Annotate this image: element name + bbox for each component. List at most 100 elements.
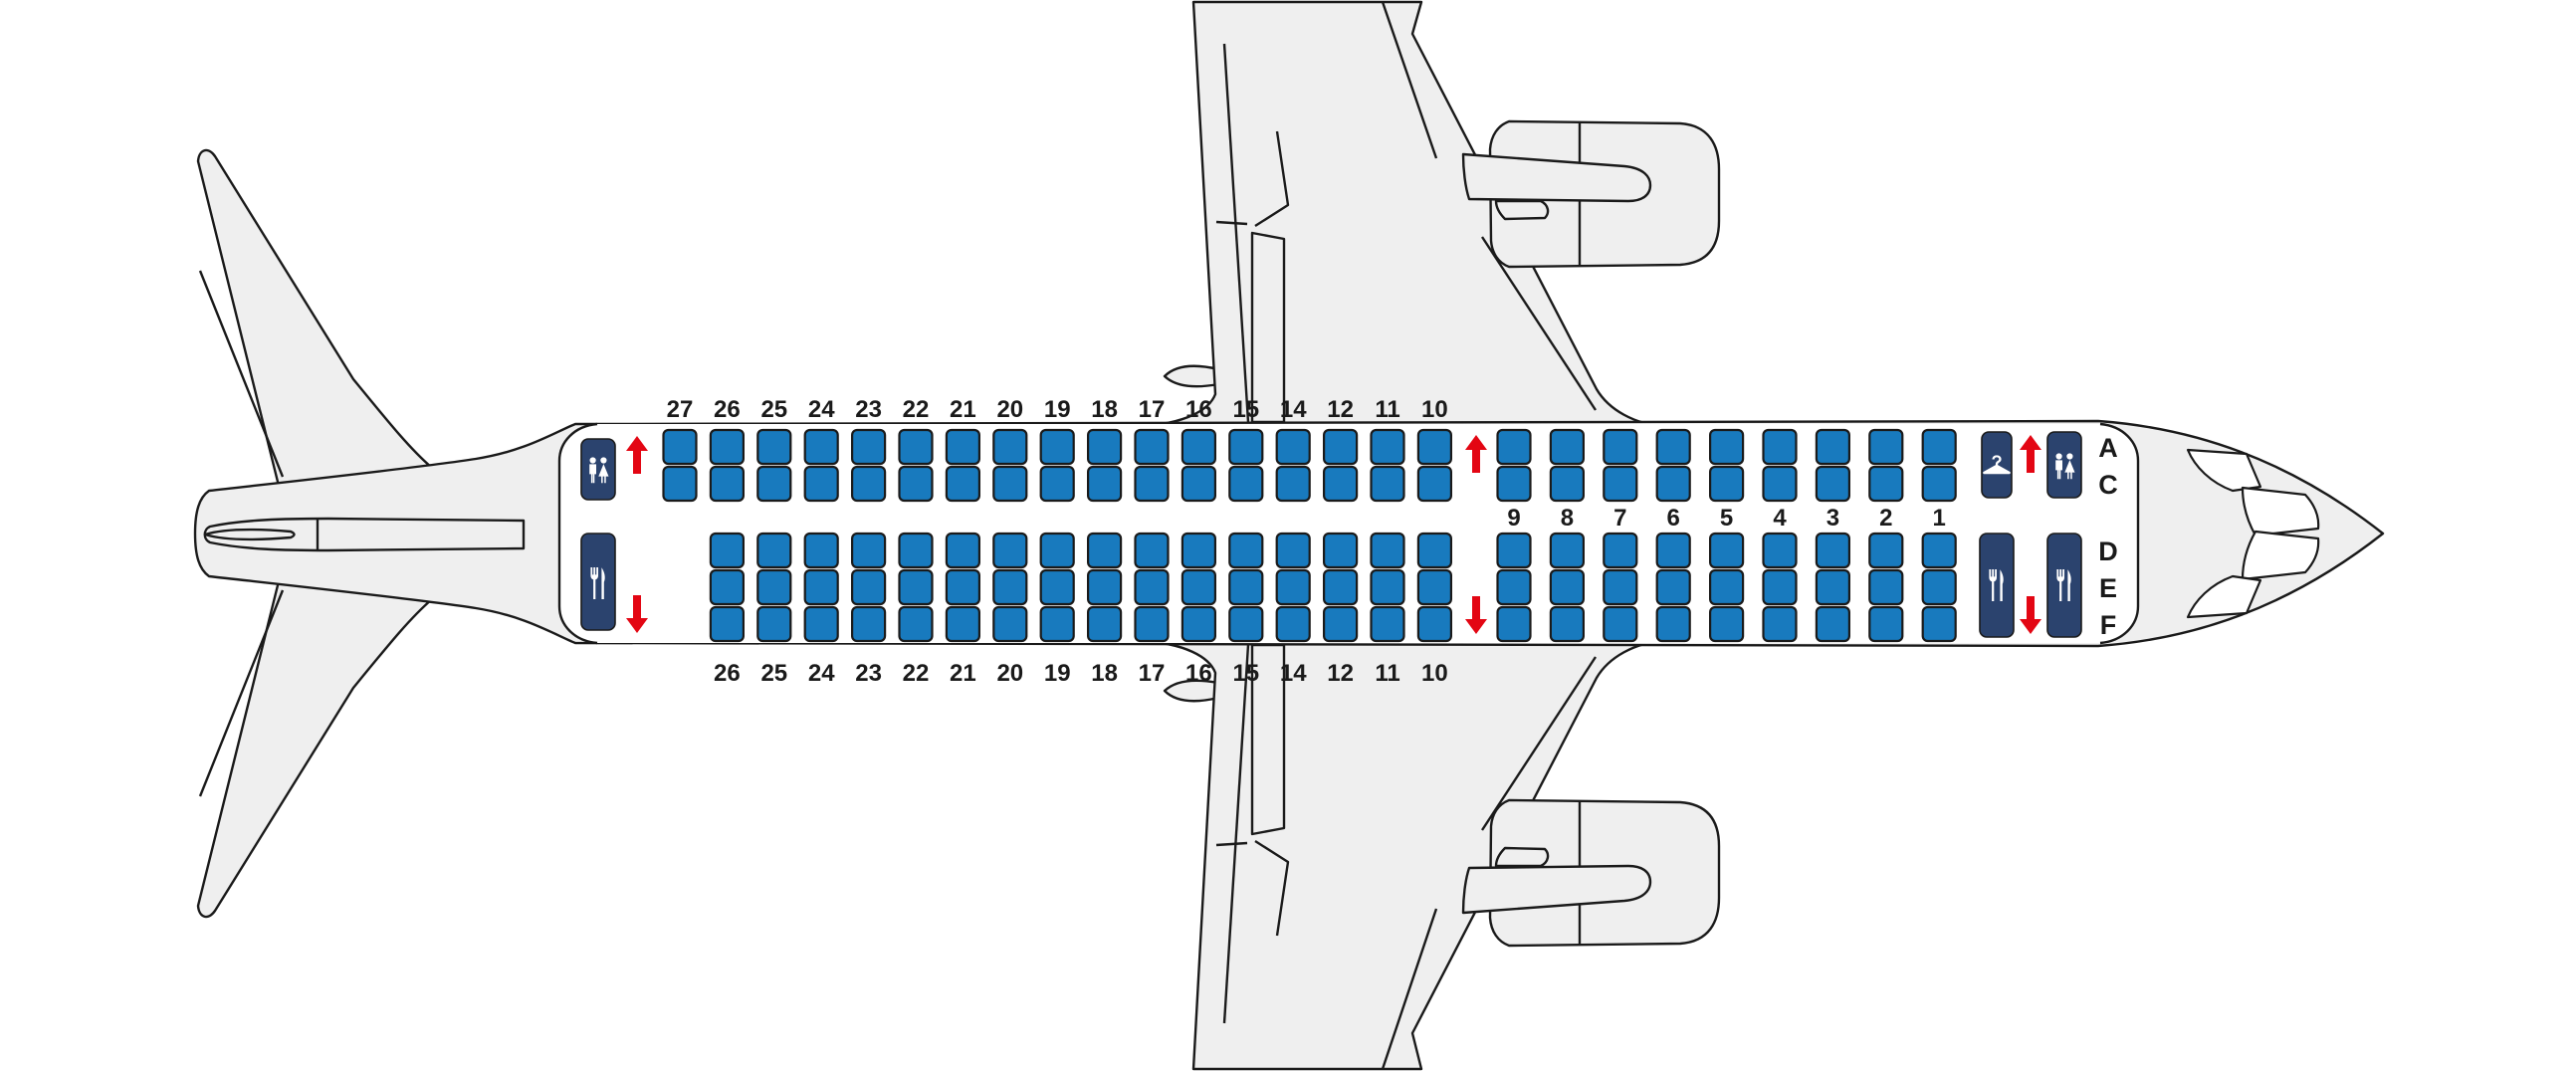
seat-16D[interactable]	[1181, 532, 1217, 569]
seat-3F[interactable]	[1815, 605, 1851, 643]
seat-3D[interactable]	[1815, 532, 1851, 569]
seat-20C[interactable]	[992, 465, 1028, 503]
seat-15C[interactable]	[1228, 465, 1264, 503]
seat-8A[interactable]	[1549, 428, 1586, 466]
seat-1D[interactable]	[1921, 532, 1957, 569]
seat-7E[interactable]	[1603, 568, 1638, 606]
seat-23E[interactable]	[850, 568, 887, 606]
seat-9D[interactable]	[1496, 532, 1532, 569]
seat-15A[interactable]	[1228, 428, 1264, 466]
seat-18C[interactable]	[1086, 465, 1123, 503]
seat-25F[interactable]	[756, 605, 792, 643]
seat-17E[interactable]	[1134, 568, 1170, 606]
seat-15E[interactable]	[1228, 568, 1264, 606]
seat-24C[interactable]	[803, 465, 839, 503]
seat-9E[interactable]	[1496, 568, 1532, 606]
seat-17C[interactable]	[1134, 465, 1170, 503]
seat-19E[interactable]	[1039, 568, 1075, 606]
seat-1F[interactable]	[1921, 605, 1957, 643]
seat-8C[interactable]	[1549, 465, 1586, 503]
seat-25D[interactable]	[756, 532, 792, 569]
seat-25A[interactable]	[756, 428, 792, 466]
seat-14A[interactable]	[1275, 428, 1311, 466]
seat-25C[interactable]	[756, 465, 792, 503]
seat-2A[interactable]	[1868, 428, 1904, 466]
seat-10C[interactable]	[1416, 465, 1453, 503]
seat-12E[interactable]	[1322, 568, 1359, 606]
seat-26F[interactable]	[709, 605, 746, 643]
seat-15F[interactable]	[1228, 605, 1264, 643]
seat-17F[interactable]	[1134, 605, 1170, 643]
seat-12A[interactable]	[1322, 428, 1359, 466]
seat-24F[interactable]	[803, 605, 839, 643]
seat-21D[interactable]	[945, 532, 981, 569]
seat-6E[interactable]	[1655, 568, 1691, 606]
seat-21E[interactable]	[945, 568, 981, 606]
seat-24D[interactable]	[803, 532, 839, 569]
seat-20E[interactable]	[992, 568, 1028, 606]
seat-3A[interactable]	[1815, 428, 1851, 466]
seat-3E[interactable]	[1815, 568, 1851, 606]
seat-26C[interactable]	[709, 465, 746, 503]
seat-10A[interactable]	[1416, 428, 1453, 466]
seat-11C[interactable]	[1370, 465, 1405, 503]
seat-6D[interactable]	[1655, 532, 1691, 569]
seat-12C[interactable]	[1322, 465, 1359, 503]
seat-1A[interactable]	[1921, 428, 1957, 466]
seat-6A[interactable]	[1655, 428, 1691, 466]
seat-16E[interactable]	[1181, 568, 1217, 606]
seat-19D[interactable]	[1039, 532, 1075, 569]
seat-23A[interactable]	[850, 428, 887, 466]
seat-10F[interactable]	[1416, 605, 1453, 643]
seat-20A[interactable]	[992, 428, 1028, 466]
seat-23D[interactable]	[850, 532, 887, 569]
seat-19A[interactable]	[1039, 428, 1075, 466]
seat-22D[interactable]	[898, 532, 934, 569]
seat-26D[interactable]	[709, 532, 746, 569]
seat-27C[interactable]	[662, 465, 698, 503]
seat-1C[interactable]	[1921, 465, 1957, 503]
seat-22F[interactable]	[898, 605, 934, 643]
seat-22E[interactable]	[898, 568, 934, 606]
seat-16A[interactable]	[1181, 428, 1217, 466]
seat-24A[interactable]	[803, 428, 839, 466]
seat-11A[interactable]	[1370, 428, 1405, 466]
seat-7A[interactable]	[1603, 428, 1638, 466]
seat-14D[interactable]	[1275, 532, 1311, 569]
seat-20F[interactable]	[992, 605, 1028, 643]
seat-5A[interactable]	[1708, 428, 1745, 466]
seat-23C[interactable]	[850, 465, 887, 503]
seat-14F[interactable]	[1275, 605, 1311, 643]
seat-11D[interactable]	[1370, 532, 1405, 569]
seat-1E[interactable]	[1921, 568, 1957, 606]
seat-14E[interactable]	[1275, 568, 1311, 606]
seat-10D[interactable]	[1416, 532, 1453, 569]
seat-24E[interactable]	[803, 568, 839, 606]
seat-14C[interactable]	[1275, 465, 1311, 503]
seat-19C[interactable]	[1039, 465, 1075, 503]
seat-12F[interactable]	[1322, 605, 1359, 643]
seat-4E[interactable]	[1762, 568, 1798, 606]
seat-6F[interactable]	[1655, 605, 1691, 643]
seat-17D[interactable]	[1134, 532, 1170, 569]
seat-26A[interactable]	[709, 428, 746, 466]
seat-27A[interactable]	[662, 428, 698, 466]
seat-12D[interactable]	[1322, 532, 1359, 569]
seat-21A[interactable]	[945, 428, 981, 466]
seat-8F[interactable]	[1549, 605, 1586, 643]
seat-2F[interactable]	[1868, 605, 1904, 643]
seat-16C[interactable]	[1181, 465, 1217, 503]
seat-18E[interactable]	[1086, 568, 1123, 606]
seat-5D[interactable]	[1708, 532, 1745, 569]
seat-7F[interactable]	[1603, 605, 1638, 643]
seat-22C[interactable]	[898, 465, 934, 503]
seat-9C[interactable]	[1496, 465, 1532, 503]
seat-8D[interactable]	[1549, 532, 1586, 569]
seat-11E[interactable]	[1370, 568, 1405, 606]
seat-26E[interactable]	[709, 568, 746, 606]
seat-18D[interactable]	[1086, 532, 1123, 569]
seat-2E[interactable]	[1868, 568, 1904, 606]
seat-2D[interactable]	[1868, 532, 1904, 569]
seat-2C[interactable]	[1868, 465, 1904, 503]
seat-18A[interactable]	[1086, 428, 1123, 466]
